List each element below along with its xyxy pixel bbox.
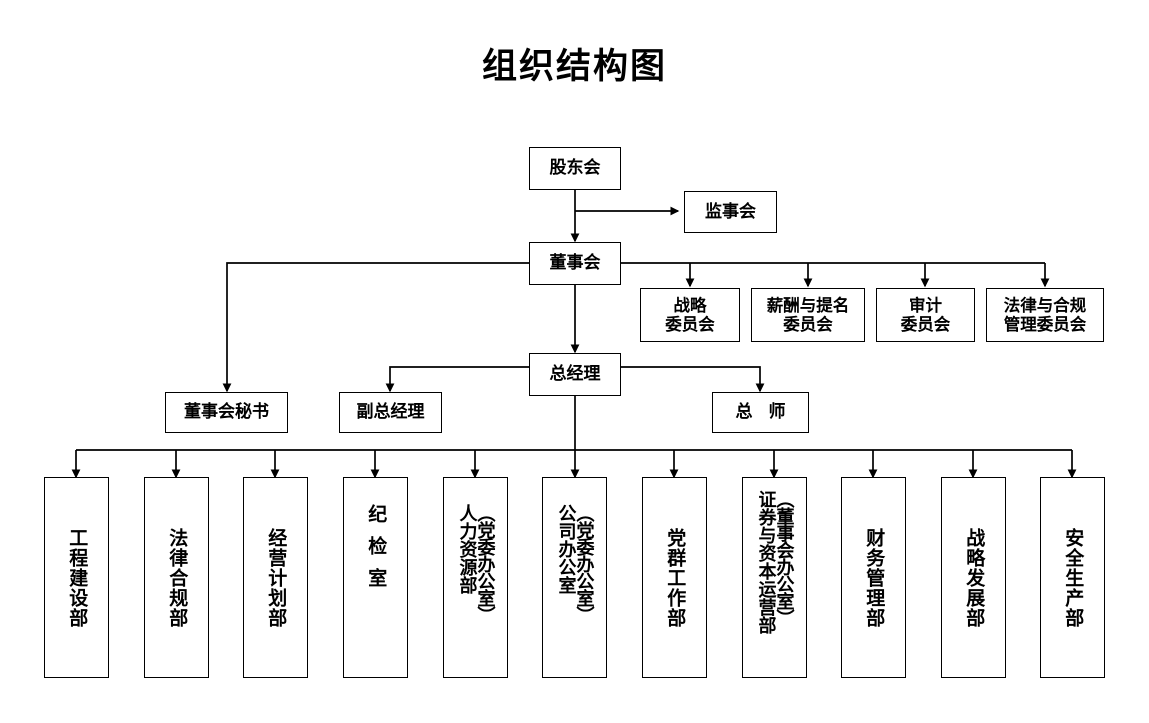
node-general-manager[interactable]: 总经理 [529, 353, 621, 396]
dept-box-6[interactable]: （党委办公室） 公司办公室 [542, 477, 607, 678]
dept-box-1[interactable]: 工程建设部 [44, 477, 109, 678]
node-committee-audit[interactable]: 审计 委员会 [876, 288, 975, 342]
dept-label-main: 安全生产部 [1062, 527, 1085, 628]
dept-box-7[interactable]: 党群工作部 [642, 477, 707, 678]
dept-label-main: 法律合规部 [166, 527, 189, 628]
dept-box-8[interactable]: （董事会办公室） 证券与资本运营部 [742, 477, 807, 678]
dept-label-alias: （党委办公室） [573, 504, 595, 623]
dept-label-main: 公司办公室 [555, 504, 577, 594]
dept-label-main: 财务管理部 [863, 527, 886, 628]
link-gm-deputy [385, 366, 529, 393]
dept-label-main: 纪检室 [365, 504, 388, 600]
dept-label-main: 人力资源部 [456, 504, 478, 594]
dept-box-5[interactable]: （党委办公室） 人力资源部 [443, 477, 508, 678]
dept-label-main: 党群工作部 [664, 527, 687, 628]
dept-box-4[interactable]: 纪检室 [343, 477, 408, 678]
dept-box-10[interactable]: 战略发展部 [941, 477, 1006, 678]
node-board[interactable]: 董事会 [529, 242, 621, 285]
page-title: 组织结构图 [481, 47, 667, 87]
dept-label-main: 证券与资本运营部 [755, 490, 777, 634]
dept-label-alias: （董事会办公室） [773, 490, 795, 626]
link-board-secretary [222, 262, 529, 393]
dept-label-main: 经营计划部 [265, 527, 288, 628]
node-chief-engineer[interactable]: 总 师 [712, 392, 809, 433]
node-committee-legal-compliance[interactable]: 法律与合规 管理委员会 [986, 288, 1104, 342]
dept-label-main: 战略发展部 [963, 527, 986, 628]
dept-label-main: 工程建设部 [66, 527, 89, 628]
dept-label-alias: （党委办公室） [474, 504, 496, 623]
node-board-secretary[interactable]: 董事会秘书 [165, 392, 288, 433]
link-gm-chief [620, 366, 765, 393]
node-shareholders[interactable]: 股东会 [529, 147, 621, 190]
node-committee-compensation-nomination[interactable]: 薪酬与提名 委员会 [751, 288, 865, 342]
node-supervisors[interactable]: 监事会 [684, 191, 777, 233]
dept-box-9[interactable]: 财务管理部 [841, 477, 906, 678]
dept-box-11[interactable]: 安全生产部 [1040, 477, 1105, 678]
dept-box-3[interactable]: 经营计划部 [243, 477, 308, 678]
dept-box-2[interactable]: 法律合规部 [144, 477, 209, 678]
node-committee-strategy[interactable]: 战略 委员会 [640, 288, 740, 342]
node-deputy-general-manager[interactable]: 副总经理 [339, 392, 442, 433]
